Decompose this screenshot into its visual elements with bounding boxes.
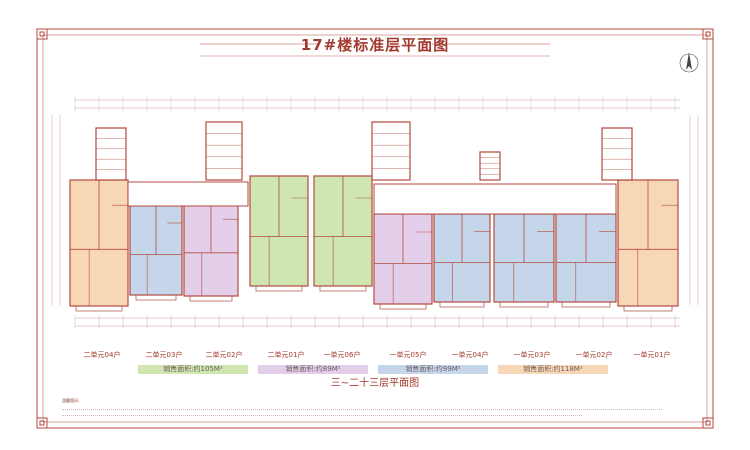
legend-item: 销售面积:约99M² — [378, 365, 488, 374]
corner-meander-icon — [702, 29, 713, 40]
inner-frame — [42, 34, 708, 423]
stair-core — [479, 151, 501, 181]
legend-item: 销售面积:约118M² — [498, 365, 608, 374]
page-title: 17#楼标准层平面图 — [300, 36, 450, 54]
notes-line-placeholder — [62, 406, 662, 410]
corner-meander-icon — [37, 417, 48, 428]
balcony — [499, 301, 549, 308]
legend-item: 销售面积:约105M² — [138, 365, 248, 374]
legend-swatch — [258, 365, 368, 374]
outer-frame — [36, 28, 714, 429]
unit-label: 一单元06户 — [323, 351, 361, 359]
unit-label: 一单元01户 — [633, 351, 671, 359]
balcony — [623, 305, 673, 312]
stair-core — [205, 121, 243, 181]
area-legend: 销售面积:约105M² 销售面积:约89M² 销售面积:约99M² 销售面积:约… — [138, 365, 608, 375]
notes-title: 温馨提示: — [62, 398, 80, 403]
legend-label: 销售面积:约89M² — [285, 365, 341, 373]
balcony — [439, 301, 485, 308]
balcony — [75, 305, 123, 312]
unit-labels: 二单元04户 二单元03户 二单元02户 二单元01户 一单元06户 一单元05… — [72, 350, 682, 362]
balcony — [561, 301, 611, 308]
balcony — [319, 285, 367, 292]
corner-meander-icon — [37, 29, 48, 40]
legend-swatch — [378, 365, 488, 374]
north-arrow-needle — [686, 52, 692, 70]
legend-label: 销售面积:约105M² — [163, 365, 223, 373]
notes-line-placeholder — [62, 412, 582, 416]
unit-label: 二单元01户 — [267, 351, 305, 359]
corridor-wall — [127, 181, 249, 207]
unit-label: 一单元05户 — [389, 351, 427, 359]
stair-core — [371, 121, 411, 181]
legend-swatch — [138, 365, 248, 374]
unit-label: 二单元02户 — [205, 351, 243, 359]
legend-label: 销售面积:约99M² — [405, 365, 461, 373]
corner-meander-icon — [702, 417, 713, 428]
unit-label: 一单元04户 — [451, 351, 489, 359]
unit-label: 二单元03户 — [145, 351, 183, 359]
corridor-wall — [373, 183, 617, 215]
unit-label: 一单元02户 — [575, 351, 613, 359]
unit-label: 二单元04户 — [83, 351, 121, 359]
legend-label: 销售面积:约118M² — [523, 365, 583, 373]
floor-subtitle: 三~二十三层平面图 — [330, 378, 420, 389]
legend-item: 销售面积:约89M² — [258, 365, 368, 374]
stair-core — [601, 127, 633, 181]
unit-label: 一单元03户 — [513, 351, 551, 359]
balcony — [189, 295, 233, 302]
balcony — [255, 285, 303, 292]
notes-block: 温馨提示: — [62, 398, 702, 416]
balcony — [379, 303, 427, 310]
balcony — [135, 294, 177, 301]
legend-swatch — [498, 365, 608, 374]
stair-core — [95, 127, 127, 181]
